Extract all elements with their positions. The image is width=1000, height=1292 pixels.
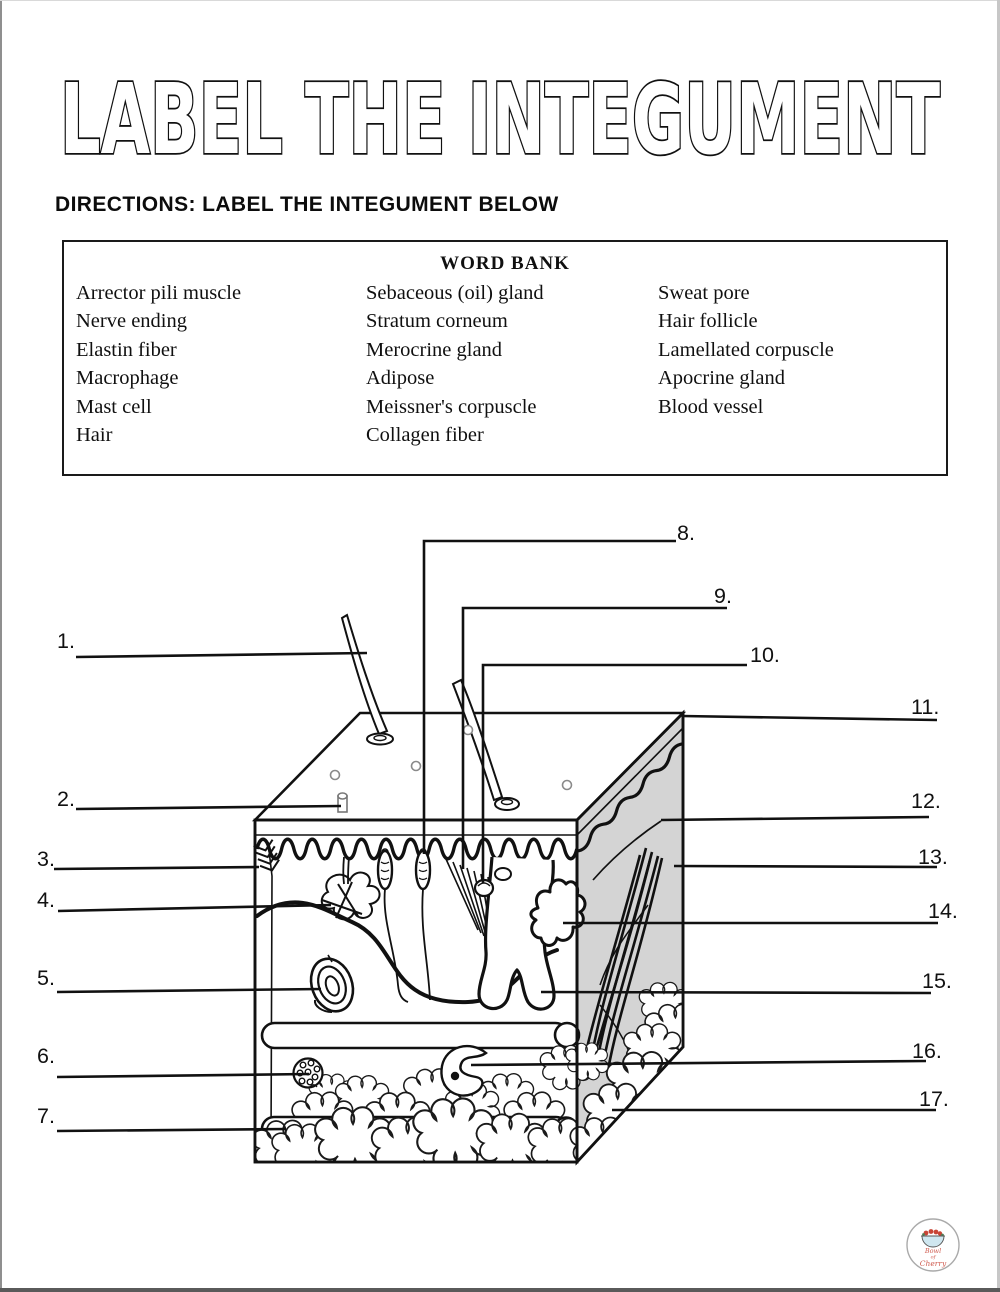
leader-line-1 [75,651,368,659]
diagram-label-6: 6. [37,1044,55,1068]
leader-line-5 [56,987,322,994]
leader-line-15 [540,990,932,995]
diagram-label-16: 16. [912,1039,942,1063]
word-bank-item: Sebaceous (oil) gland [366,282,544,304]
word-bank-item: Apocrine gland [658,367,785,390]
word-bank-item: Adipose [366,367,435,390]
word-bank-item: Mast cell [76,395,152,418]
diagram-label-1: 1. [57,629,75,653]
leader-line-2 [75,804,342,811]
leader-line-4 [57,903,332,913]
title-banner: LABEL THE INTEGUMENT [58,61,942,173]
leader-line-7 [56,1127,287,1133]
page-edge-right [997,0,1000,1292]
sweat-pore-icons [329,724,573,791]
logo-text-line3: Cherry [920,1259,947,1268]
diagram-label-10: 10. [750,643,780,667]
diagram-label-14: 14. [928,899,958,923]
word-bank-item: Collagen fiber [366,424,484,447]
word-bank-item: Nerve ending [76,310,187,333]
macrophage-icon [440,1044,488,1097]
word-bank-item: Macrophage [76,367,179,390]
word-bank-item: Hair follicle [658,310,758,333]
diagram-label-8: 8. [677,521,695,545]
nerve-ending-icon [253,839,280,1146]
diagram-label-2: 2. [57,787,75,811]
diagram-label-15: 15. [922,969,952,993]
word-bank-title: WORD BANK [440,253,570,274]
word-bank-column-2: Sebaceous (oil) gland Stratum corneum Me… [366,279,658,449]
word-bank-item: Lamellated corpuscle [658,338,834,361]
hair-icon [340,613,394,746]
word-bank-item: Sweat pore [658,282,750,304]
sweat-duct-lines [342,856,431,1003]
diagram-label-13: 13. [918,845,948,869]
side-face-wave [576,742,683,853]
word-bank-item: Merocrine gland [366,338,503,361]
word-bank-columns: Arrector pili muscle Nerve ending Elasti… [64,279,946,449]
leader-line-3 [53,865,260,871]
cherry-bowl-icon [921,1229,945,1248]
arrector-pili-knot-icon [320,871,381,921]
word-bank-item: Hair [76,424,113,447]
word-bank-item: Meissner's corpuscle [366,395,537,418]
diagram-label-12: 12. [911,789,941,813]
word-bank-box: WORD BANK Arrector pili muscle Nerve end… [62,240,948,476]
number-labels: 1. 2. 3. 4. 5. 6. 7. 8. 9. 10. 11. 12. 1… [37,521,958,1128]
leader-line-13 [673,864,938,869]
diagram-label-3: 3. [37,847,55,871]
side-top-inner-line [576,727,684,836]
hair-icon [451,678,520,811]
leader-line-11 [681,714,938,722]
word-bank-column-1: Arrector pili muscle Nerve ending Elasti… [76,279,366,449]
leader-line-10 [481,663,747,883]
word-bank-item: Elastin fiber [76,338,177,361]
leader-line-9 [461,606,727,869]
word-bank-item: Blood vessel [658,395,764,418]
page-edge-left [0,0,2,1292]
word-bank-item: Stratum corneum [366,310,508,333]
page-edge-bottom [0,1288,1000,1292]
leader-line-8 [422,539,676,854]
directions-text: DIRECTIONS: LABEL THE INTEGUMENT BELOW [55,193,559,216]
diagram-label-9: 9. [714,584,732,608]
duct-capsule-icons [376,848,432,891]
diagram-label-5: 5. [37,966,55,990]
leader-lines [53,539,938,1133]
diagram-label-11: 11. [911,695,939,719]
stratum-corneum-wave [255,837,579,861]
page-title: LABEL THE INTEGUMENT [60,63,940,173]
logo-text-line1: Bowl [924,1247,941,1255]
page-edge-top [0,0,1000,1]
diagram-label-7: 7. [37,1104,55,1128]
word-bank-item: Arrector pili muscle [76,282,242,304]
blood-vessel-upper-icon [260,1021,581,1050]
collagen-bundle-icon [584,847,664,1071]
leader-line-12 [660,815,930,822]
word-bank-column-3: Sweat pore Hair follicle Lamellated corp… [658,279,946,449]
leader-line-6 [56,1072,310,1079]
logo-text-line2: of [931,1255,937,1261]
sweat-pore-stub-icon [337,792,348,813]
corpuscle-coil-icon [309,954,355,1013]
leader-line-16 [470,1059,927,1067]
diagram-label-4: 4. [37,888,55,912]
diagram-label-17: 17. [919,1087,949,1111]
brand-logo: Bowl of Cherry [906,1218,960,1272]
sebaceous-duct-icon [473,867,512,898]
